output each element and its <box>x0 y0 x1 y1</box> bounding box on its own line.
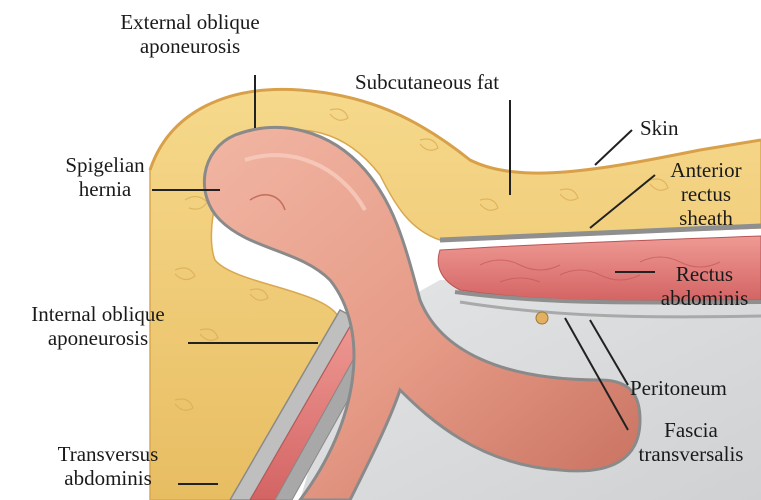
label-transversus-abdominis: Transversus abdominis <box>38 442 178 490</box>
label-subcutaneous-fat: Subcutaneous fat <box>355 70 499 94</box>
label-anterior-rectus-sheath: Anterior rectus sheath <box>656 158 756 230</box>
label-transversus-line1: Transversus <box>38 442 178 466</box>
label-anterior-line1: Anterior <box>656 158 756 182</box>
label-spigelian-line2: hernia <box>40 177 170 201</box>
label-external-oblique-line1: External oblique <box>95 10 285 34</box>
label-external-oblique-line2: aponeurosis <box>95 34 285 58</box>
label-anterior-line2: rectus <box>656 182 756 206</box>
fascia-node <box>536 312 548 324</box>
label-peritoneum: Peritoneum <box>630 376 727 400</box>
label-external-oblique: External oblique aponeurosis <box>95 10 285 58</box>
label-fascia-transversalis: Fascia transversalis <box>625 418 757 466</box>
label-skin: Skin <box>640 116 679 140</box>
label-internal-oblique-line1: Internal oblique <box>8 302 188 326</box>
label-rectus-line1: Rectus <box>652 262 757 286</box>
label-spigelian-hernia: Spigelian hernia <box>40 153 170 201</box>
label-anterior-line3: sheath <box>656 206 756 230</box>
label-rectus-line2: abdominis <box>652 286 757 310</box>
label-internal-oblique-line2: aponeurosis <box>8 326 188 350</box>
label-rectus-abdominis: Rectus abdominis <box>652 262 757 310</box>
label-transversus-line2: abdominis <box>38 466 178 490</box>
label-internal-oblique: Internal oblique aponeurosis <box>8 302 188 350</box>
label-fascia-line1: Fascia <box>625 418 757 442</box>
label-fascia-line2: transversalis <box>625 442 757 466</box>
label-spigelian-line1: Spigelian <box>40 153 170 177</box>
